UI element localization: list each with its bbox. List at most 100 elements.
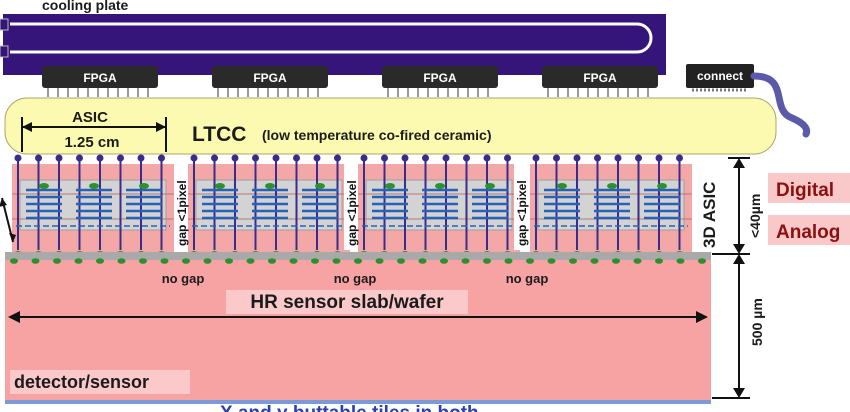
asic-node: [315, 183, 325, 189]
asic-via-pad: [553, 154, 560, 162]
asic-thickness-label: <40µm: [747, 194, 763, 238]
asic-node: [435, 183, 445, 189]
asic-via-pad: [442, 154, 450, 162]
gap-marker-bg: [344, 164, 358, 250]
fpga-body: [42, 66, 158, 88]
asic-label: ASIC: [72, 109, 108, 126]
sensor-thickness-arrow-top: [733, 254, 745, 264]
asic-thickness-dimension: [712, 157, 750, 255]
asic-node: [139, 183, 149, 189]
asic-node: [657, 183, 667, 189]
sensor-width-arrow-left: [8, 311, 20, 323]
asic-via-pad: [532, 154, 540, 162]
asic-thickness-arrow-top: [733, 158, 745, 168]
asic-via-pad: [422, 154, 429, 162]
digital-label: Digital: [776, 180, 834, 201]
fpga-label: FPGA: [83, 71, 117, 85]
ltcc-label: LTCC: [192, 123, 246, 146]
gap-marker-2: gap <1pixel: [344, 164, 359, 250]
asic-via-pad: [211, 154, 218, 162]
gap-label: gap <1pixel: [175, 180, 189, 246]
asic-size-label: 1.25 cm: [64, 134, 119, 151]
gap-label: gap <1pixel: [515, 180, 529, 246]
gap-marker-1: gap <1pixel: [174, 164, 189, 250]
sensor-slab-label-bg: [226, 290, 468, 314]
sensor-bump: [332, 258, 341, 264]
sensor-bump: [289, 258, 298, 264]
cooling-plate-label: cooling plate: [42, 0, 129, 13]
sensor-bump: [10, 258, 18, 264]
asic-via-pad: [293, 154, 300, 162]
no-gap-label-1: no gap: [162, 271, 205, 286]
sensor-bump: [74, 258, 83, 264]
sensor-width-arrow-right: [696, 311, 708, 323]
cooling-channel: [10, 22, 653, 54]
sensor-bump: [612, 258, 620, 264]
sensor-bump: [375, 258, 384, 264]
left-bracket-arrow-bottom: [9, 233, 16, 242]
sensor-bump: [655, 258, 663, 264]
sensor-slab-top-strip: [5, 252, 711, 260]
sensor-thickness-dimension: [712, 254, 750, 399]
sensor-thickness-arrow-bottom: [733, 388, 745, 398]
sensor-bump: [440, 258, 448, 264]
gap-marker-3: gap <1pixel: [514, 164, 529, 250]
cooling-port-top: [0, 18, 9, 31]
fpga-row: FPGA FPGA FPGA FPGA: [42, 66, 658, 97]
gap-marker-bg: [514, 164, 528, 250]
asic-via-pad: [158, 154, 165, 162]
digital-box-bg: [768, 173, 850, 203]
asic-tile-1: [12, 154, 174, 257]
asic-node: [265, 183, 275, 189]
asic-tile-2: [188, 154, 350, 257]
sensor-bump: [203, 258, 212, 264]
asic-via-pad: [137, 154, 145, 162]
analog-box-bg: [768, 215, 850, 245]
sensor-bump: [633, 258, 642, 264]
sensor-bump: [182, 258, 190, 264]
fpga-label: FPGA: [423, 71, 457, 85]
connector-body: [686, 64, 754, 88]
asic-via-pad: [635, 154, 642, 162]
left-bracket-arrow-top: [0, 198, 7, 207]
sensor-bump: [354, 258, 362, 264]
asic-thickness-arrow-bottom: [733, 244, 745, 254]
sensor-bump: [160, 258, 169, 264]
cooling-port-bottom: [0, 45, 9, 58]
sensor-bump: [698, 258, 706, 264]
ltcc-board: ASIC 1.25 cm LTCC (low temperature co-fi…: [4, 97, 777, 155]
sensor-bump: [504, 258, 513, 264]
sensor-bump: [569, 258, 577, 264]
fpga-chip-2: FPGA: [212, 66, 328, 97]
ltcc-description: (low temperature co-fired ceramic): [262, 127, 492, 143]
asic-via-pad: [272, 154, 280, 162]
asic-via-pad: [573, 154, 581, 162]
asic-via-pad: [614, 154, 622, 162]
fpga-chip-1: FPGA: [42, 66, 158, 97]
asic-via-pad: [401, 154, 409, 162]
asic-via-pad: [190, 154, 198, 162]
sensor-width-dimension: [8, 311, 708, 323]
sensor-bump: [590, 258, 599, 264]
asic-via-pad: [96, 154, 104, 162]
asic-node: [557, 183, 567, 189]
fpga-body: [212, 66, 328, 88]
fpga-label: FPGA: [583, 71, 617, 85]
asic-tile-row: [12, 154, 692, 257]
connector-label: connect: [697, 69, 743, 83]
sensor-bump: [526, 258, 534, 264]
asic-via-pad: [676, 154, 683, 162]
sensor-bump: [139, 258, 147, 264]
asic-via-pad: [463, 154, 470, 162]
footer-caption: X and y buttable tiles in both: [220, 403, 479, 412]
sensor-slab-bottom-edge: [5, 400, 711, 404]
sensor-bump-row: [10, 258, 706, 264]
sensor-slab-label: HR sensor slab/wafer: [250, 292, 444, 313]
asic-via-pad: [76, 154, 83, 162]
analog-label: Analog: [776, 222, 840, 243]
asic-via-pad: [381, 154, 388, 162]
asic-via-pad: [655, 154, 663, 162]
asic-via-pad: [334, 154, 341, 162]
gap-label: gap <1pixel: [345, 180, 359, 246]
